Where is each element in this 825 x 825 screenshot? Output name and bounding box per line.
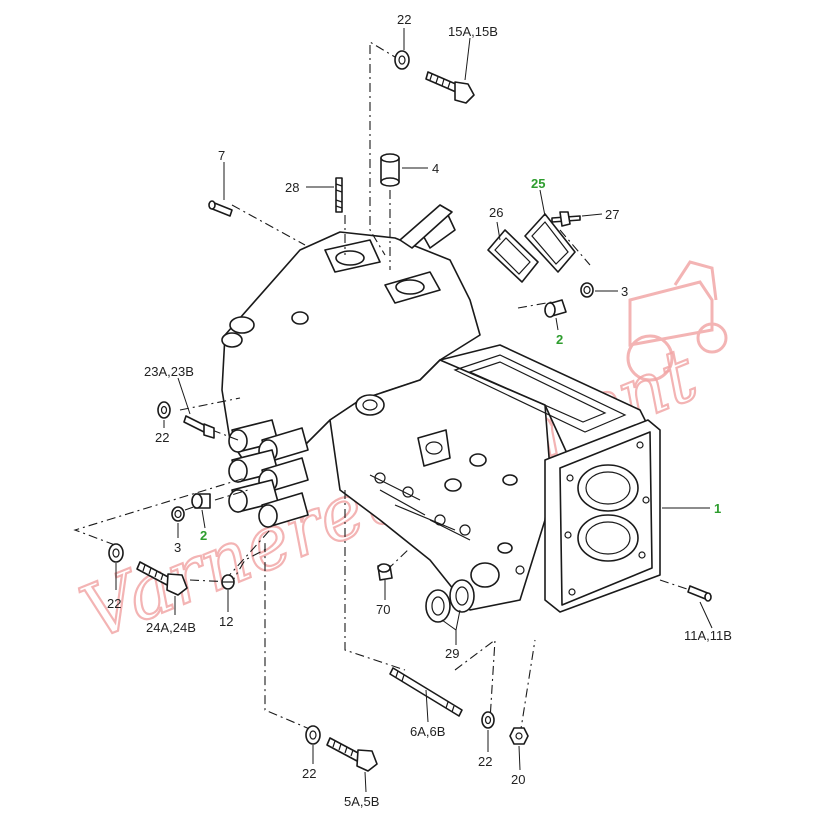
label-22-bottom-left: 22 (302, 766, 316, 781)
part-20-nut (509, 727, 529, 745)
label-15: 15A,15B (448, 24, 498, 39)
label-5: 5A,5B (344, 794, 379, 809)
label-22-top: 22 (397, 12, 411, 27)
label-6: 6A,6B (410, 724, 445, 739)
assembly-lines (73, 41, 691, 736)
label-3-left: 3 (174, 540, 181, 555)
label-23: 23A,23B (144, 364, 194, 379)
part-7-pin (208, 200, 233, 217)
label-29: 29 (445, 646, 459, 661)
label-7: 7 (218, 148, 225, 163)
label-27: 27 (605, 207, 619, 222)
part-22-washer-left (157, 401, 171, 419)
label-12: 12 (219, 614, 233, 629)
part-12-plug (221, 574, 235, 590)
label-70: 70 (376, 602, 390, 617)
label-28: 28 (285, 180, 299, 195)
part-28-stud (335, 177, 343, 213)
part-4-bushing (380, 153, 400, 187)
part-3-plug-top (580, 282, 594, 298)
part-11-pin (687, 585, 712, 602)
part-2-bushing-top (544, 299, 567, 318)
part-labels: 22 15A,15B 7 28 4 25 26 27 3 2 23A,23B 2… (107, 12, 732, 809)
label-24: 24A,24B (146, 620, 196, 635)
part-23-bolt (183, 415, 215, 439)
label-3-top: 3 (621, 284, 628, 299)
part-25-cover-plate (524, 213, 576, 273)
label-2-top: 2 (556, 332, 563, 347)
leader-lines (115, 28, 713, 793)
label-1: 1 (714, 501, 721, 516)
label-2-left: 2 (200, 528, 207, 543)
watermark-tractor-icon (626, 260, 728, 382)
case-bushings (228, 419, 309, 528)
label-4: 4 (432, 161, 439, 176)
transmission-case (221, 204, 661, 613)
part-29-seals (425, 579, 475, 623)
part-3-plug-left (171, 506, 185, 522)
label-22-bottom-right: 22 (478, 754, 492, 769)
label-11: 11A,11B (684, 628, 732, 643)
label-22-left: 22 (155, 430, 169, 445)
part-22-washer-left-lower (108, 543, 124, 563)
part-2-bushing-left (191, 493, 211, 509)
part-22-washer-top (394, 50, 410, 70)
label-26: 26 (489, 205, 503, 220)
label-25: 25 (531, 176, 545, 191)
part-5-bolt (326, 737, 378, 772)
part-22-washer-bottom-right (481, 711, 495, 729)
part-27-screw (551, 211, 581, 227)
part-22-washer-bottom-left (305, 725, 321, 745)
part-15-bolt (425, 71, 475, 104)
part-24-bolt (136, 561, 188, 596)
label-20: 20 (511, 772, 525, 787)
part-70-plug (377, 563, 393, 581)
label-22-left-lower: 22 (107, 596, 121, 611)
